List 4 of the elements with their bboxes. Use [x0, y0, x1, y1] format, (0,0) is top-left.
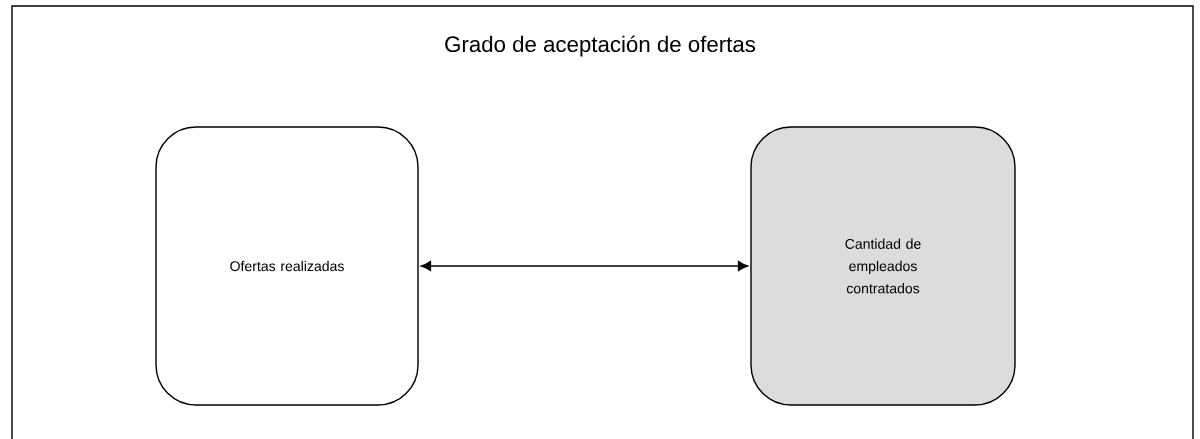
- process-box: Ofertas realizadas: [155, 126, 419, 406]
- arrow: [420, 260, 749, 272]
- process-box: Cantidad de empleados contratados: [750, 126, 1016, 406]
- diagram-title: Grado de aceptación de ofertas: [445, 35, 756, 57]
